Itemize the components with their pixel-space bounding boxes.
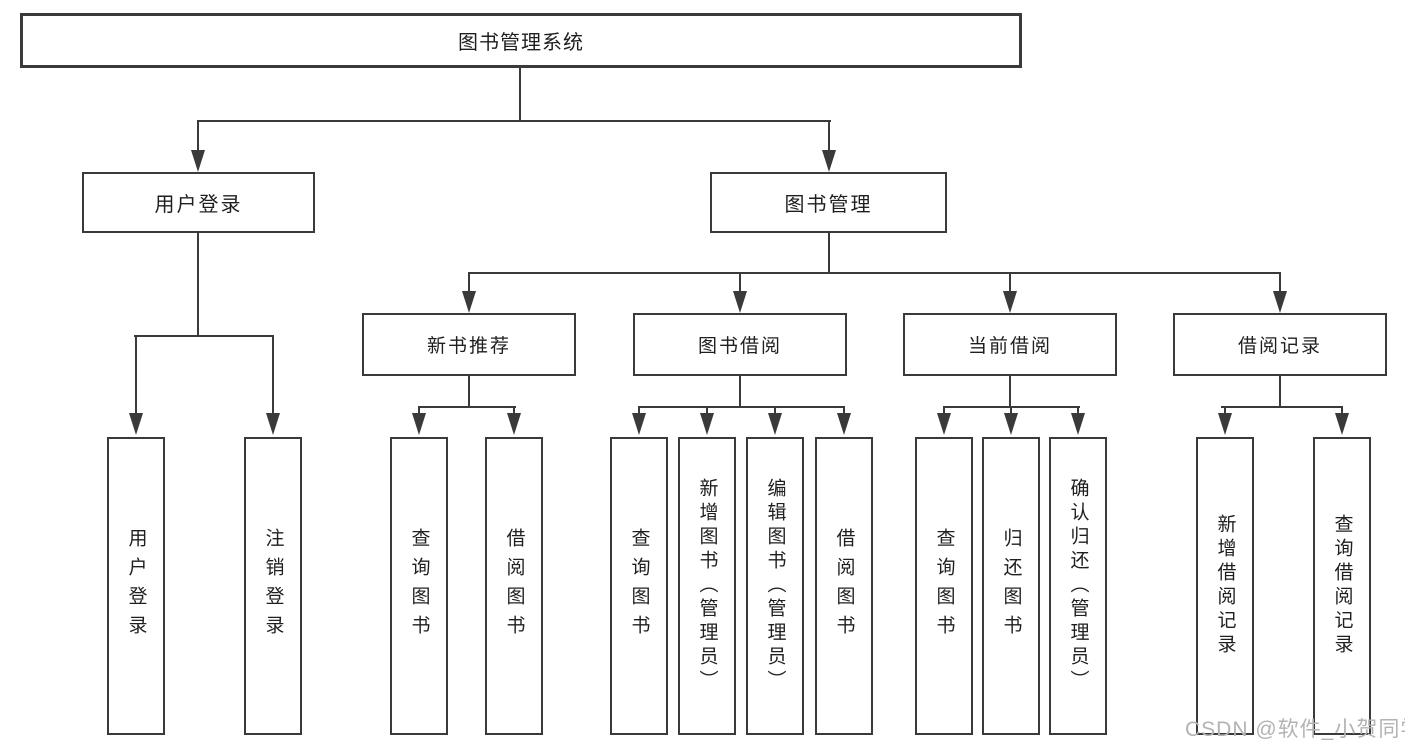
connector-arrow-stem [774, 406, 776, 416]
node-library-management-system: 图书管理系统 [20, 13, 1022, 68]
arrowhead-down-icon [733, 291, 747, 313]
arrowhead-down-icon [822, 150, 836, 172]
node-book-management: 图书管理 [710, 172, 947, 233]
arrowhead-down-icon [129, 413, 143, 435]
node-label: 借阅记录 [1237, 336, 1322, 357]
node-label: 编辑图书（管理员） [764, 478, 786, 694]
leaf-borrow-books: 借阅图书 [815, 437, 873, 735]
leaf-edit-books-admin: 编辑图书（管理员） [746, 437, 804, 735]
arrowhead-down-icon [837, 413, 851, 435]
arrowhead-down-icon [1003, 291, 1017, 313]
node-label: 注销登录 [262, 528, 284, 644]
connector-stem [739, 376, 741, 406]
connector-user-login-branch [134, 335, 274, 337]
connector-level2-branch [197, 120, 831, 122]
connector-arrow-stem [135, 335, 137, 415]
leaf-user-login: 用户登录 [107, 437, 165, 735]
connector-arrow-stem [638, 406, 640, 416]
arrowhead-down-icon [768, 413, 782, 435]
connector-branch [638, 406, 845, 408]
node-user-login: 用户登录 [82, 172, 315, 233]
node-new-book-recommend: 新书推荐 [362, 313, 576, 376]
connector-arrow-stem [1279, 272, 1281, 294]
leaf-query-books-current: 查询图书 [915, 437, 973, 735]
connector-arrow-stem [1077, 406, 1079, 416]
arrowhead-down-icon [632, 413, 646, 435]
node-label: 新书推荐 [426, 336, 511, 357]
connector-arrow-stem [706, 406, 708, 416]
node-current-borrowing: 当前借阅 [903, 313, 1117, 376]
node-label: 借阅图书 [833, 528, 855, 644]
connector-arrow-stem [1341, 406, 1343, 416]
node-label: 查询图书 [628, 528, 650, 644]
arrowhead-down-icon [412, 413, 426, 435]
connector-arrow-stem [739, 272, 741, 294]
arrowhead-down-icon [937, 413, 951, 435]
leaf-confirm-return-admin: 确认归还（管理员） [1049, 437, 1107, 735]
node-label: 归还图书 [1000, 528, 1022, 644]
arrowhead-down-icon [1071, 413, 1085, 435]
connector-arrow-stem [843, 406, 845, 416]
connector-stem [1279, 376, 1281, 406]
leaf-add-borrow-record: 新增借阅记录 [1196, 437, 1254, 735]
connector-arrow-stem [197, 120, 199, 153]
arrowhead-down-icon [1004, 413, 1018, 435]
node-borrowing-records: 借阅记录 [1173, 313, 1387, 376]
node-label: 新增图书（管理员） [696, 478, 718, 694]
leaf-query-books-borrowing: 查询图书 [610, 437, 668, 735]
leaf-query-borrow-record: 查询借阅记录 [1313, 437, 1371, 735]
connector-user-login-stem [197, 233, 199, 335]
leaf-borrow-books-recommend: 借阅图书 [485, 437, 543, 735]
node-label: 图书管理系统 [458, 32, 584, 54]
arrowhead-down-icon [266, 413, 280, 435]
connector-arrow-stem [828, 120, 830, 153]
connector-level3-branch [468, 272, 1281, 274]
node-label: 查询图书 [933, 528, 955, 644]
connector-arrow-stem [1224, 406, 1226, 416]
node-book-borrowing: 图书借阅 [633, 313, 847, 376]
connector-book-mgmt-stem [828, 233, 830, 272]
connector-root-stem [519, 68, 521, 120]
connector-stem [468, 376, 470, 406]
arrowhead-down-icon [507, 413, 521, 435]
node-label: 查询借阅记录 [1331, 514, 1353, 658]
arrowhead-down-icon [1218, 413, 1232, 435]
arrowhead-down-icon [191, 150, 205, 172]
connector-arrow-stem [272, 335, 274, 415]
leaf-return-books: 归还图书 [982, 437, 1040, 735]
node-label: 图书借阅 [697, 336, 782, 357]
connector-stem [1009, 376, 1011, 406]
arrowhead-down-icon [700, 413, 714, 435]
connector-arrow-stem [468, 272, 470, 294]
node-label: 查询图书 [408, 528, 430, 644]
node-label: 新增借阅记录 [1214, 514, 1236, 658]
node-label: 确认归还（管理员） [1067, 478, 1089, 694]
connector-arrow-stem [418, 406, 420, 416]
node-label: 用户登录 [154, 194, 243, 216]
csdn-watermark: CSDN @软件_小贺同学 [1185, 718, 1405, 741]
node-label: 图书管理 [784, 194, 873, 216]
arrowhead-down-icon [1273, 291, 1287, 313]
node-label: 用户登录 [125, 528, 147, 644]
node-label: 当前借阅 [967, 336, 1052, 357]
connector-arrow-stem [513, 406, 515, 416]
arrowhead-down-icon [462, 291, 476, 313]
leaf-query-books-recommend: 查询图书 [390, 437, 448, 735]
connector-branch [418, 406, 516, 408]
node-label: 借阅图书 [503, 528, 525, 644]
arrowhead-down-icon [1335, 413, 1349, 435]
connector-arrow-stem [1009, 272, 1011, 294]
connector-branch [1221, 406, 1343, 408]
leaf-add-books-admin: 新增图书（管理员） [678, 437, 736, 735]
connector-arrow-stem [943, 406, 945, 416]
leaf-logout: 注销登录 [244, 437, 302, 735]
connector-arrow-stem [1010, 406, 1012, 416]
